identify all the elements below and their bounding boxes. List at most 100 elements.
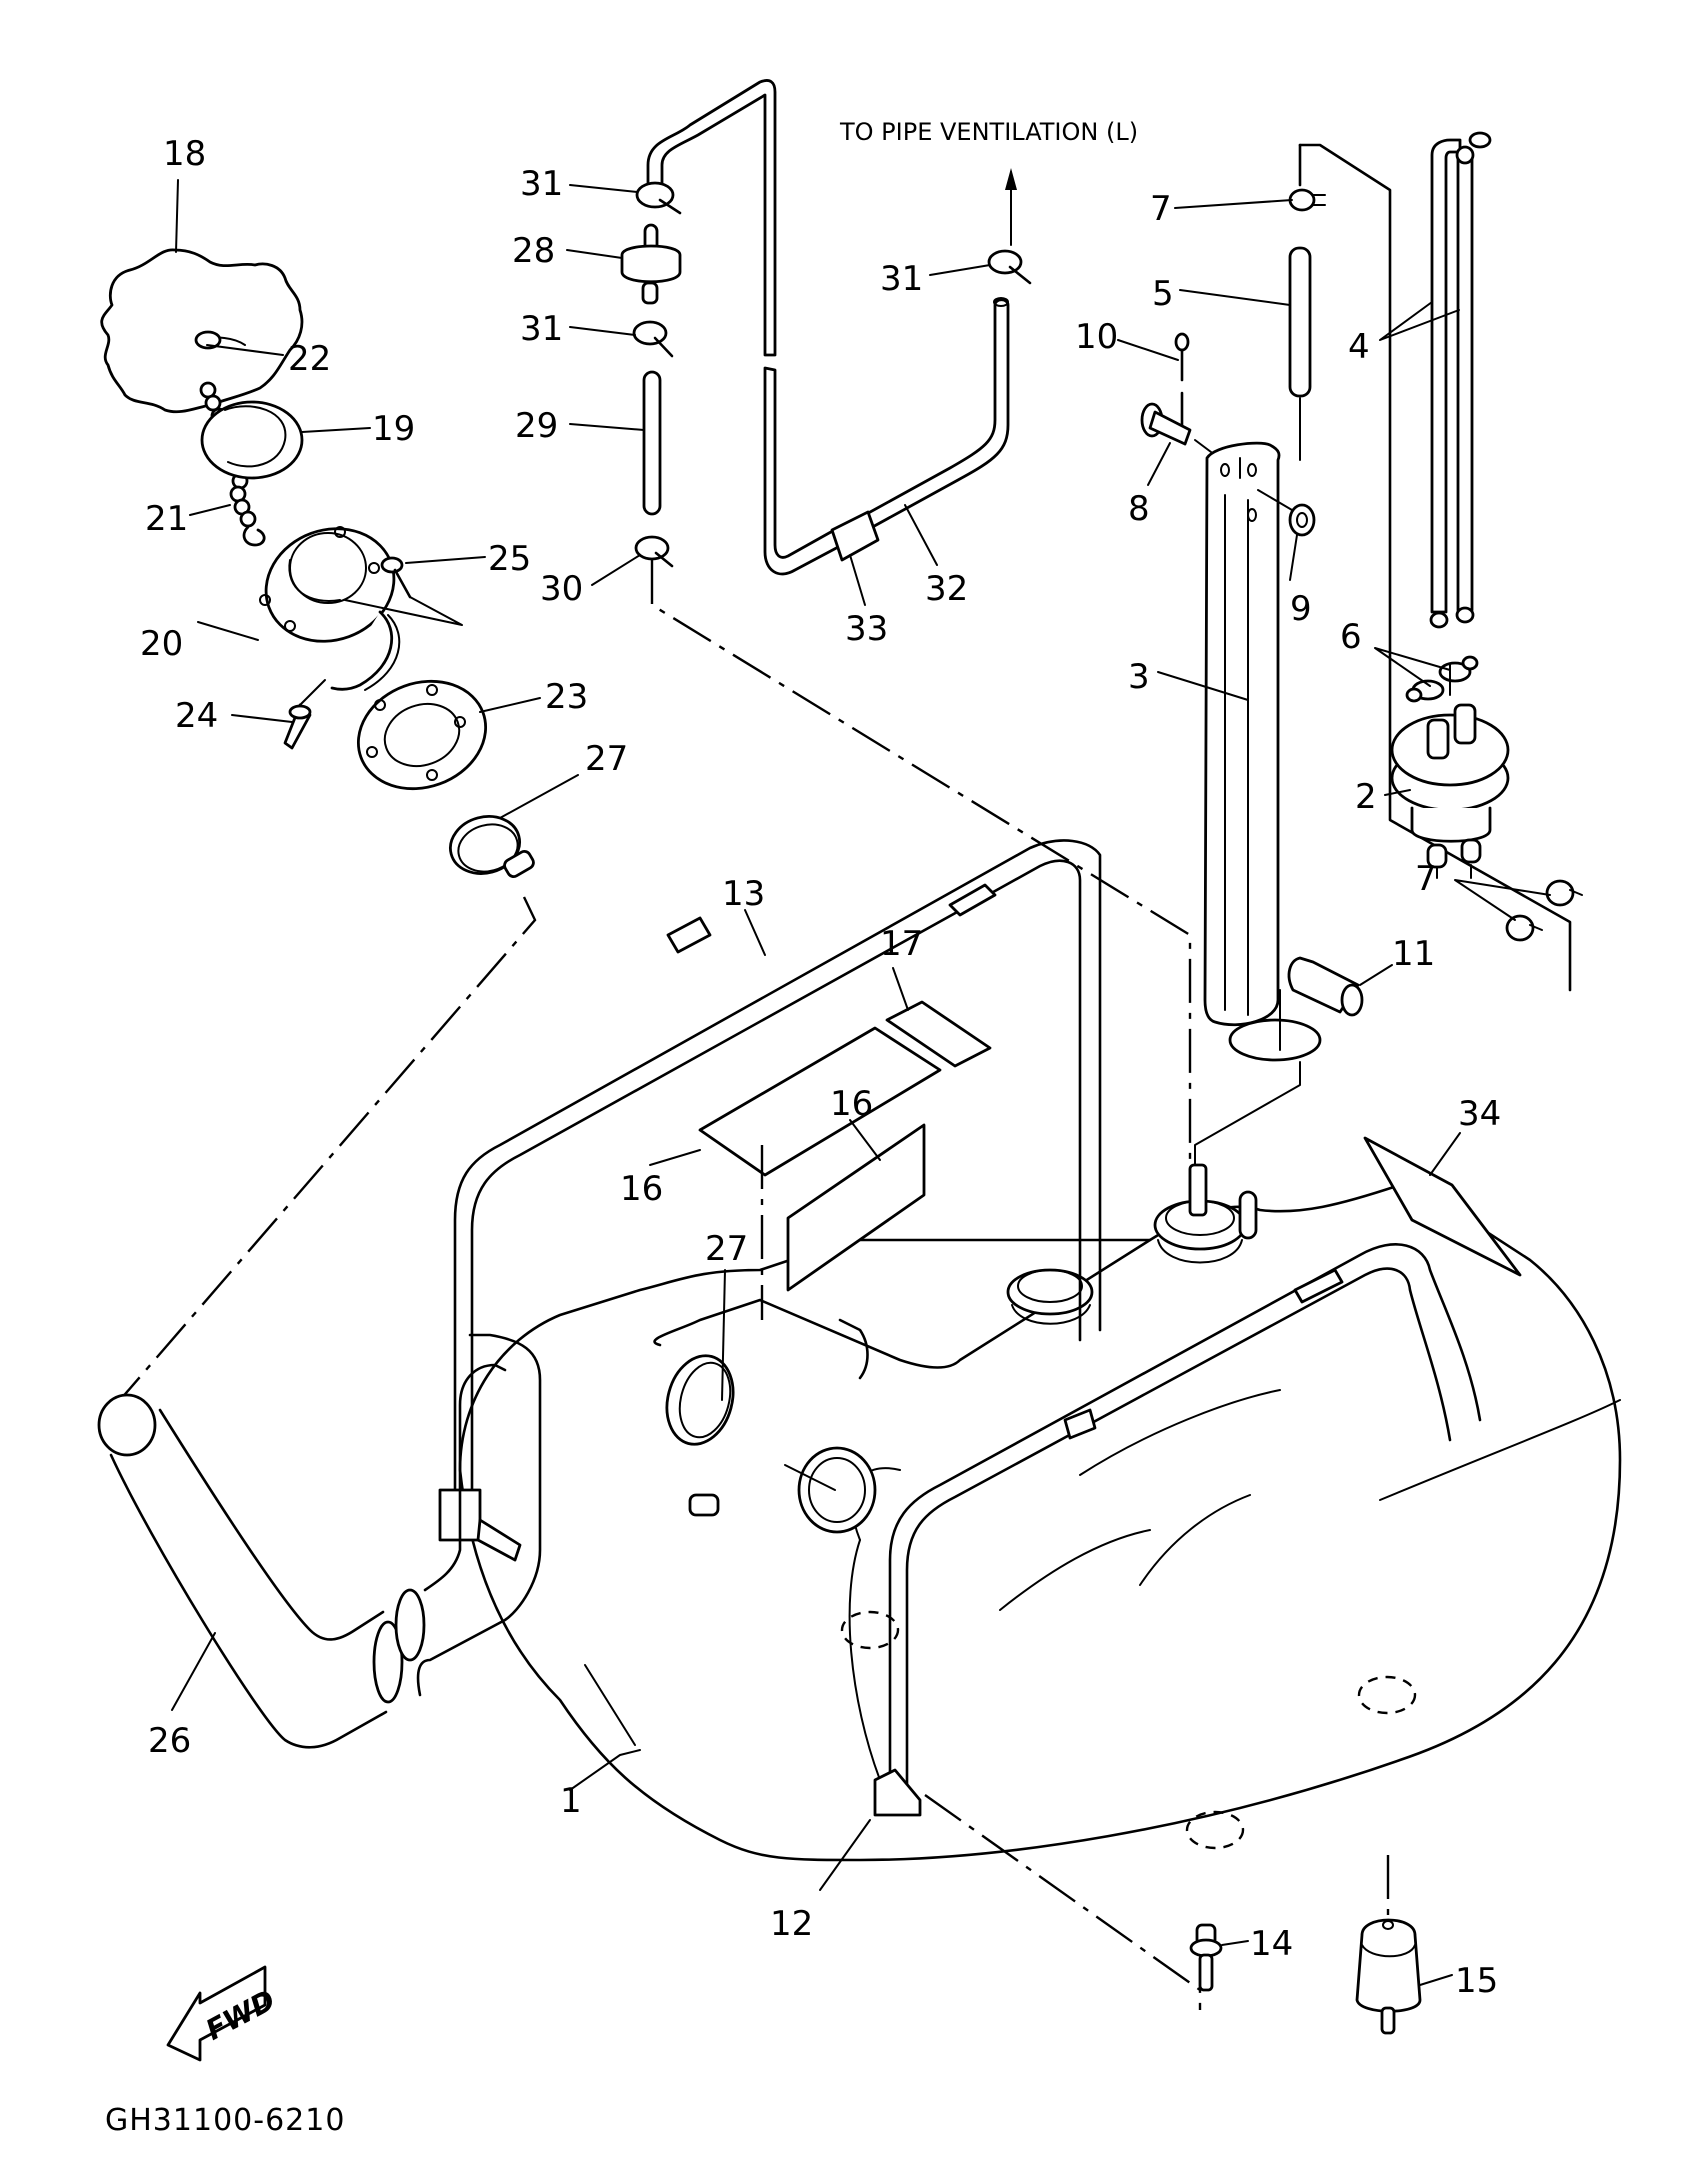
check-valve xyxy=(620,223,682,305)
retaining-ring xyxy=(200,400,304,480)
leader-22 xyxy=(206,344,284,356)
leader-31-right xyxy=(929,264,991,276)
screw xyxy=(380,556,412,599)
fuel-pipes-4 xyxy=(1429,131,1492,629)
leader-3 xyxy=(1157,671,1249,701)
leader-31-top xyxy=(569,184,638,193)
leader-30 xyxy=(591,554,641,586)
hidden-mount-b xyxy=(1185,1810,1245,1850)
callout-20: 20 xyxy=(140,624,183,664)
callout-31-mid: 31 xyxy=(520,309,563,349)
callout-8: 8 xyxy=(1128,489,1150,529)
ventilation-note: TO PIPE VENTILATION (L) xyxy=(839,118,1138,146)
fuel-tank xyxy=(458,1183,1622,1862)
callout-31-top: 31 xyxy=(520,164,563,204)
fuel-hose-5 xyxy=(1288,246,1312,398)
group-bracket-line xyxy=(1298,143,1572,992)
callout-1: 1 xyxy=(560,1781,582,1821)
hose-clip-7-top xyxy=(1288,188,1326,212)
chain-clip xyxy=(194,330,222,350)
callout-9: 9 xyxy=(1290,589,1312,629)
plug-leader xyxy=(299,679,326,706)
screw-leader xyxy=(344,596,463,626)
callout-7-bottom: 7 xyxy=(1415,859,1437,899)
hose-clips-7-bottom xyxy=(1505,879,1583,942)
drawing-code: GH31100-6210 xyxy=(105,2103,345,2138)
drain-plug xyxy=(283,703,312,750)
leader-21 xyxy=(189,504,231,516)
leader-19 xyxy=(301,427,371,433)
leader-4 xyxy=(1379,301,1460,341)
leader-5 xyxy=(1179,289,1291,306)
leader-32 xyxy=(904,504,938,566)
callout-13: 13 xyxy=(722,874,765,914)
washer-axis xyxy=(1257,489,1293,511)
leader-12 xyxy=(819,1819,871,1891)
fuel-pump-assembly xyxy=(1390,703,1510,869)
leader-27-lower xyxy=(721,1269,726,1401)
callout-15: 15 xyxy=(1455,1961,1498,2001)
leader-25 xyxy=(405,556,486,564)
leader-8 xyxy=(1147,442,1171,486)
leader-13 xyxy=(744,909,766,956)
hose-joint xyxy=(830,510,880,562)
filler-hose-26 xyxy=(97,1333,542,1749)
leader-33 xyxy=(849,554,866,606)
callout-16-lower: 16 xyxy=(830,1084,873,1124)
tank-outlet xyxy=(797,1446,877,1534)
hose-clip-30 xyxy=(634,535,674,568)
callout-10: 10 xyxy=(1075,317,1118,357)
leader-20 xyxy=(197,621,259,641)
leader-16-upper xyxy=(649,1149,701,1166)
leader-27-upper xyxy=(499,774,579,819)
clamp-centerline xyxy=(119,896,537,1401)
callout-16-upper: 16 xyxy=(620,1169,663,1209)
callout-5: 5 xyxy=(1152,274,1174,314)
cotter-pin xyxy=(1174,332,1190,382)
leader-16-lower xyxy=(849,1119,881,1161)
callout-34: 34 xyxy=(1458,1094,1501,1134)
callout-12: 12 xyxy=(770,1904,813,1944)
tank-openings xyxy=(1006,1163,1258,1325)
bolt-centerline xyxy=(924,1794,1202,2010)
callout-3: 3 xyxy=(1128,657,1150,697)
leader-7-bottom xyxy=(1454,879,1551,921)
tube-elbow-clamp xyxy=(1228,956,1364,1062)
leader-2 xyxy=(1384,789,1411,796)
hose-clamp-upper xyxy=(449,815,535,878)
hidden-mount-a xyxy=(840,1610,900,1650)
hose-clip-31-mid xyxy=(632,320,674,358)
leader-6 xyxy=(1374,647,1451,687)
ventilation-arrow xyxy=(1005,168,1017,246)
outlet-axis xyxy=(784,1464,836,1491)
strap-12 xyxy=(873,1243,1482,1817)
vent-centerline xyxy=(650,560,1192,1200)
callout-27-lower: 27 xyxy=(705,1229,748,1269)
callout-11: 11 xyxy=(1392,934,1435,974)
callout-2: 2 xyxy=(1355,777,1377,817)
callout-7-top: 7 xyxy=(1150,189,1172,229)
callout-26: 26 xyxy=(148,1721,191,1761)
washer-9 xyxy=(1288,503,1316,537)
callout-17: 17 xyxy=(880,924,923,964)
callout-25: 25 xyxy=(488,539,531,579)
callout-14: 14 xyxy=(1250,1924,1293,1964)
callout-31-right: 31 xyxy=(880,259,923,299)
hidden-mount-c xyxy=(1357,1675,1417,1715)
leader-17 xyxy=(892,967,909,1011)
tank-edge-line xyxy=(584,1664,636,1746)
filler-neck xyxy=(259,526,401,691)
callout-33: 33 xyxy=(845,609,888,649)
callout-18: 18 xyxy=(163,134,206,174)
hose-clamp-lower xyxy=(665,1354,735,1517)
decal-16-upper xyxy=(698,1026,942,1177)
vent-hose-upper xyxy=(646,79,777,357)
clevis-pin xyxy=(1140,402,1192,446)
leader-23 xyxy=(479,697,541,713)
hose-clips-6 xyxy=(1405,655,1479,703)
vent-hose-lower xyxy=(763,297,1010,576)
callout-28: 28 xyxy=(512,231,555,271)
callout-29: 29 xyxy=(515,406,558,446)
tube-centerline xyxy=(1194,1061,1301,1196)
